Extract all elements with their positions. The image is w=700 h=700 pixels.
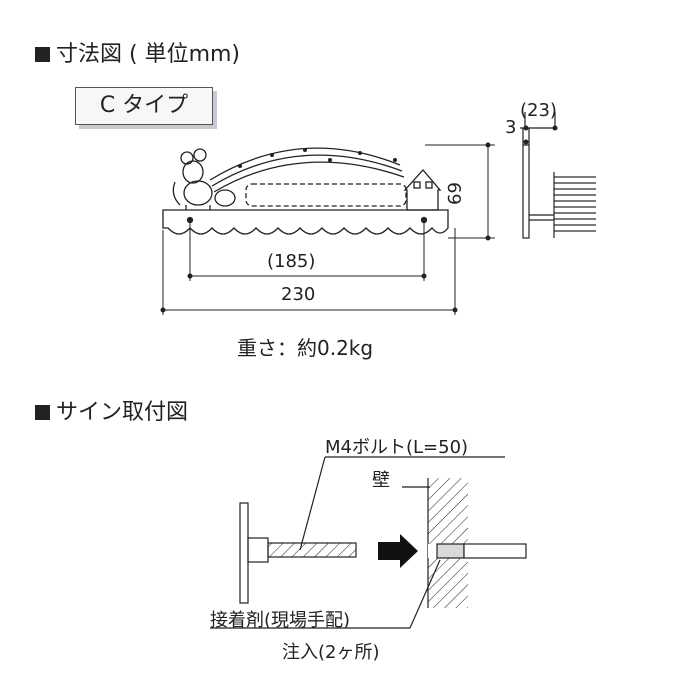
weight-text: 重さ：約0.2kg [237, 336, 374, 360]
sign-front-view [162, 147, 449, 235]
bolt-label: M4ボルト(L=50) [325, 437, 469, 458]
wall-label: 壁 [372, 470, 390, 491]
height-label: 69 [443, 182, 464, 205]
depth-label: (23) [520, 100, 557, 121]
thickness-label: 3 [505, 117, 517, 138]
insert-arrow-icon [378, 534, 418, 568]
square-bullet-icon [35, 405, 50, 420]
install-diagram [210, 456, 527, 629]
install-heading: サイン取付図 [35, 394, 188, 426]
rainbow-dots [238, 148, 397, 168]
sign-side-view [520, 112, 596, 239]
inner-width-label: (185) [267, 251, 316, 272]
injection-label: 注入(2ヶ所) [282, 642, 380, 663]
dimension-lines [162, 144, 495, 315]
dimensions-heading: 寸法図 ( 単位mm) [35, 36, 240, 68]
mouse-character-icon [172, 148, 236, 210]
type-label-box: C タイプ [75, 87, 213, 125]
dimension-dots [160, 142, 491, 313]
square-bullet-icon [35, 47, 50, 62]
total-width-label: 230 [281, 284, 316, 305]
adhesive-label: 接着剤(現場手配) [210, 610, 351, 631]
